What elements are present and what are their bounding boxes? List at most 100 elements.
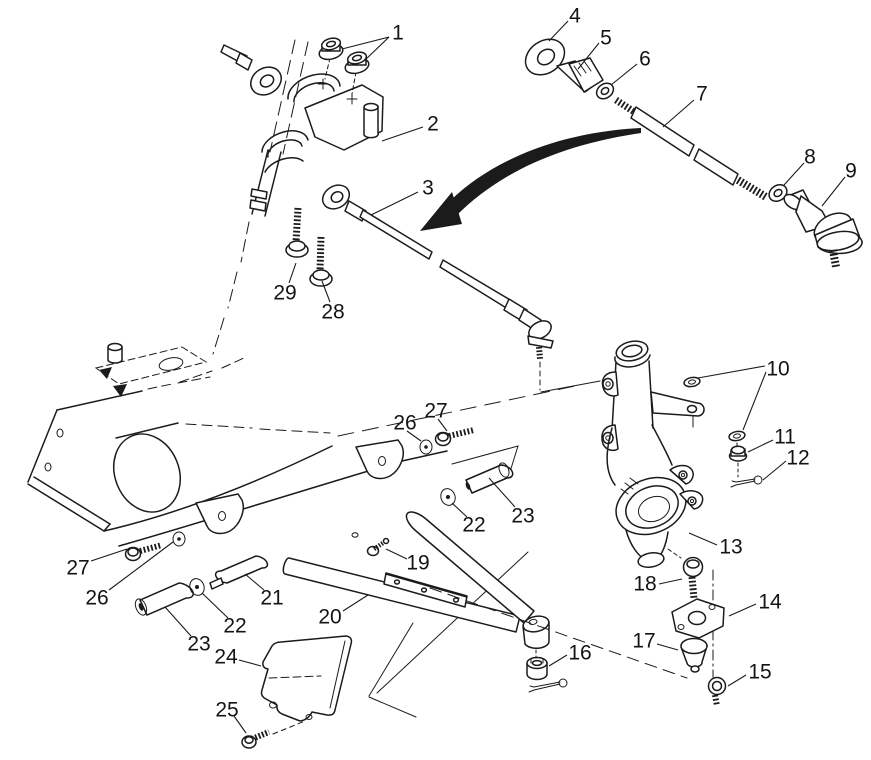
callout-label-5-4: 5 [600, 27, 612, 50]
callout-label-1-0: 1 [392, 22, 404, 45]
callout-label-7-6: 7 [696, 83, 708, 106]
leader-line-19 [385, 548, 408, 560]
callout-label-18-17: 18 [633, 573, 656, 596]
callout-label-23-24: 23 [511, 505, 534, 528]
leader-line-21 [244, 573, 265, 591]
rod-tube-7a [630, 106, 695, 157]
leader-line-23 [164, 606, 192, 637]
leader-line-18 [658, 578, 683, 585]
leader-line-23 [488, 477, 516, 508]
leader-line-12 [762, 460, 787, 481]
callout-label-23-22: 23 [187, 633, 210, 656]
leader-line-22 [451, 502, 468, 518]
leader-line-28 [321, 280, 331, 303]
bolt-25 [241, 729, 271, 749]
callout-label-22-21: 22 [223, 615, 246, 638]
bolt-15 [707, 676, 727, 707]
tie-rod-end-9 [783, 189, 863, 268]
leader-line-8 [783, 162, 805, 186]
a-arm-drawing [124, 427, 688, 749]
tie-rod-assembly-drawing [524, 38, 863, 268]
callout-label-29-32: 29 [273, 282, 296, 305]
jam-nut-8 [768, 184, 788, 202]
direction-arrow [420, 128, 641, 231]
callout-label-3-2: 3 [422, 177, 434, 200]
callout-label-2-1: 2 [427, 113, 439, 136]
steering-column-drawing [212, 37, 384, 355]
a-arm-rear-tube [282, 557, 521, 633]
ball-joint-parts-drawing [667, 548, 727, 707]
leader-line-5 [577, 42, 600, 70]
cotter-pin-12-lower [528, 678, 568, 693]
leader-line-2 [381, 126, 424, 142]
callout-label-9-8: 9 [845, 160, 857, 183]
callout-label-25-26: 25 [215, 699, 238, 722]
callout-label-11-10: 11 [774, 426, 796, 449]
callout-label-13-12: 13 [719, 536, 742, 559]
leader-line-10 [697, 365, 766, 379]
tie-rod-3-drawing [321, 184, 601, 393]
nut-11 [728, 445, 748, 462]
leader-line-26 [108, 541, 174, 591]
callout-label-20-19: 20 [318, 606, 341, 629]
callout-label-24-25: 24 [214, 646, 238, 669]
leader-line-11 [747, 439, 774, 453]
steering-knuckle-drawing [601, 340, 763, 569]
leader-line-24 [238, 659, 262, 667]
leader-line-22 [201, 592, 229, 619]
leader-line-25 [233, 715, 247, 734]
dust-cap-17 [680, 637, 708, 673]
callout-label-4-3: 4 [569, 5, 581, 28]
collar-5 [568, 57, 604, 93]
callout-label-10-9: 10 [766, 358, 789, 381]
a-arm-front-tube [405, 511, 535, 624]
callout-label-8-7: 8 [804, 146, 816, 169]
castle-nut-16 [526, 656, 548, 681]
callout-label-17-16: 17 [632, 630, 655, 653]
jam-nut-6 [595, 82, 615, 100]
leader-line-1 [363, 36, 390, 62]
callout-label-28-31: 28 [321, 301, 344, 324]
leader-line-20 [342, 594, 369, 612]
leader-line-26 [406, 430, 422, 442]
grease-fitting-19 [366, 537, 390, 557]
callout-label-27-30: 27 [424, 400, 447, 423]
leader-line-17 [656, 643, 679, 651]
flange-nut-1a [318, 37, 344, 61]
rod-tube-7b [693, 148, 739, 186]
plate-14 [671, 598, 725, 639]
flange-nut-1b [344, 51, 370, 75]
leader-line-9 [821, 176, 846, 207]
leader-line-16 [548, 654, 568, 667]
leader-line-3 [370, 191, 419, 216]
leader-line-7 [662, 99, 695, 128]
callout-label-21-20: 21 [260, 587, 283, 610]
skid-plate-24 [260, 635, 353, 722]
cotter-pin-12-upper [730, 475, 763, 488]
callout-label-19-18: 19 [406, 552, 429, 575]
leader-line-13 [688, 532, 718, 546]
callout-label-26-27: 26 [85, 587, 108, 610]
leader-line-6 [610, 63, 638, 86]
leader-line-27 [90, 548, 128, 562]
callout-label-12-11: 12 [786, 447, 809, 470]
leader-line-27 [437, 418, 448, 432]
bolt-29 [285, 207, 309, 258]
leader-line-29 [288, 262, 297, 284]
bolt-28 [309, 236, 333, 287]
callout-label-15-14: 15 [748, 661, 771, 684]
leader-line-15 [727, 674, 747, 687]
callout-label-27-28: 27 [66, 557, 89, 580]
ball-joint-housing [522, 615, 550, 650]
leader-line-1 [341, 36, 390, 50]
callout-label-16-15: 16 [568, 642, 591, 665]
bolt-18 [682, 556, 704, 600]
leader-line-4 [548, 20, 569, 42]
leader-line-10 [742, 371, 767, 431]
callout-label-22-23: 22 [462, 514, 485, 537]
callout-label-6-5: 6 [639, 48, 651, 71]
callout-label-14-13: 14 [758, 591, 782, 614]
